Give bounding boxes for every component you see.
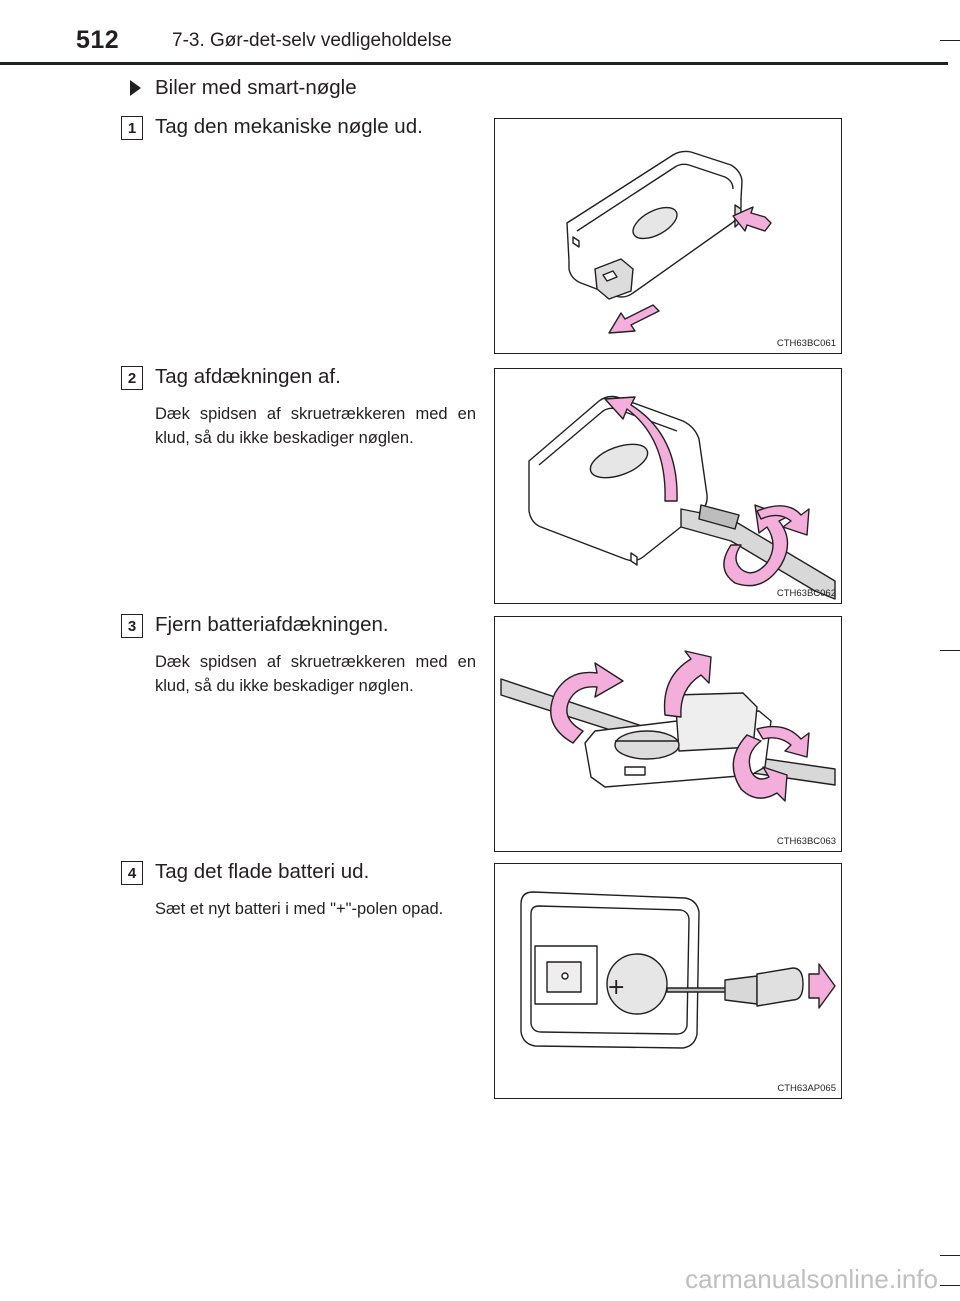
- step-1-badge: 1: [121, 116, 143, 140]
- step-3-title: Fjern batteriafdækningen.: [155, 613, 389, 636]
- step-2-badge: 2: [121, 366, 143, 390]
- step-4-badge: 4: [121, 861, 143, 885]
- figure-3-illustration: [500, 650, 836, 802]
- header-rule: [0, 62, 948, 65]
- step-2-note: Dæk spidsen af skruetrækkeren med en klu…: [155, 405, 476, 447]
- crop-mark: [940, 1285, 960, 1286]
- crop-mark: [940, 650, 960, 651]
- page-number: 512: [76, 26, 120, 54]
- step-2-title: Tag afdækningen af.: [155, 365, 341, 388]
- step-4-title: Tag det flade batteri ud.: [155, 860, 370, 883]
- footer-watermark: carmanualsonline.info: [685, 1264, 938, 1294]
- figure-2-code: CTH63BC062: [776, 588, 836, 599]
- figure-2-illustration: [528, 395, 836, 600]
- crop-mark: [940, 40, 960, 41]
- figure-2: CTH63BC062: [494, 368, 842, 604]
- step-1-title: Tag den mekaniske nøgle ud.: [155, 115, 423, 138]
- chapter-title: 7-3. Gør-det-selv vedligeholdelse: [172, 30, 452, 51]
- step-4-note: Sæt et nyt batteri i med "+"-polen opad.: [155, 900, 444, 918]
- battery-plus-mark: +: [607, 975, 625, 1000]
- figure-1-illustration: [566, 150, 772, 334]
- section-heading: Biler med smart-nøgle: [130, 76, 357, 100]
- crop-mark: [940, 1255, 960, 1256]
- step-3-note: Dæk spidsen af skruetrækkeren med en klu…: [155, 653, 476, 695]
- figure-1: CTH63BC061: [494, 118, 842, 354]
- figure-3-code: CTH63BC063: [776, 836, 836, 847]
- figure-4-code: CTH63AP065: [777, 1083, 836, 1094]
- section-heading-text: Biler med smart-nøgle: [155, 76, 357, 99]
- figure-4-illustration: +: [520, 891, 836, 1049]
- figure-4: + CTH63AP065: [494, 863, 842, 1099]
- figure-1-code: CTH63BC061: [776, 338, 836, 349]
- triangle-bullet-icon: [130, 80, 141, 96]
- step-3-badge: 3: [121, 614, 143, 638]
- figure-3: CTH63BC063: [494, 616, 842, 852]
